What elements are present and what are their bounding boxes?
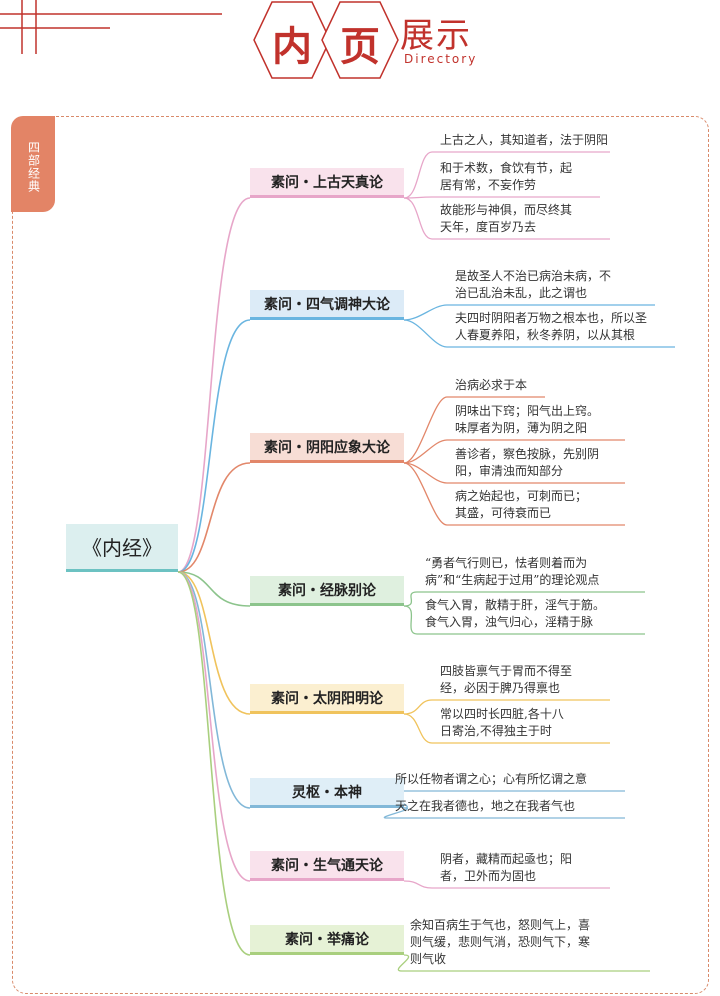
- connector-leaf-2-2: [403, 319, 675, 348]
- leaf-line: 味厚者为阴，薄为阴之阳: [455, 421, 588, 435]
- leaf-line: 善诊者，察色按脉，先别阴: [455, 447, 600, 461]
- connector-leaf-7-1: [403, 880, 610, 889]
- leaf-text-8-1: 余知百病生于气也，怒则气上，喜则气缓，悲则气消，恐则气下，寒则气收: [410, 917, 590, 968]
- leaf-line: 上古之人，其知道者，法于阴阳: [440, 133, 609, 147]
- leaf-line: 病”和“生病起于过用”的理论观点: [425, 573, 600, 587]
- leaf-line: 常以四时长四脏,各十八: [440, 707, 564, 721]
- connector-leaf-6-2: [383, 807, 625, 819]
- connector-root-branch-3: [177, 462, 251, 573]
- header-hexagon-2: 页: [320, 0, 400, 80]
- leaf-text-4-1: “勇者气行则已，怯者则着而为病”和“生病起于过用”的理论观点: [425, 555, 599, 589]
- connector-leaf-4-2: [403, 605, 645, 635]
- leaf-line: “勇者气行则已，怯者则着而为: [425, 556, 588, 570]
- leaf-line: 阳，审清浊而知部分: [455, 464, 564, 478]
- connector-root-branch-4: [177, 571, 251, 607]
- leaf-text-5-2: 常以四时长四脏,各十八日寄治,不得独主于时: [440, 706, 564, 740]
- connector-leaf-1-3: [403, 197, 610, 240]
- header-char-1: 内: [272, 23, 312, 70]
- leaf-line: 所以任物者谓之心；心有所忆谓之意: [395, 772, 588, 786]
- leaf-line: 则气缓，悲则气消，恐则气下，寒: [410, 935, 591, 949]
- connector-leaf-2-1: [403, 304, 655, 321]
- branch-node-5: 素问・太阴阳明论: [250, 684, 404, 714]
- header-subtitle: Directory: [404, 52, 478, 66]
- leaf-text-4-2: 食气入胃，散精于肝，淫气于筋。食气入胃，浊气归心，淫精于脉: [425, 597, 605, 631]
- leaf-line: 治已乱治未乱，此之谓也: [455, 286, 588, 300]
- leaf-line: 食气入胃，浊气归心，淫精于脉: [425, 615, 594, 629]
- leaf-text-6-1: 所以任物者谓之心；心有所忆谓之意: [395, 771, 587, 788]
- leaf-line: 故能形与神俱，而尽终其: [440, 203, 573, 217]
- connector-leaf-1-2: [403, 196, 600, 199]
- leaf-line: 经，必因于脾乃得禀也: [440, 681, 561, 695]
- leaf-line: 余知百病生于气也，怒则气上，喜: [410, 918, 591, 932]
- leaf-line: 者，卫外而为固也: [440, 869, 537, 883]
- leaf-text-3-2: 阴味出下窍；阳气出上窍。味厚者为阴，薄为阴之阳: [455, 403, 599, 437]
- branch-node-6: 灵枢・本神: [250, 778, 404, 808]
- branch-node-8: 素问・举痛论: [250, 925, 404, 955]
- branch-node-3: 素问・阴阳应象大论: [250, 433, 404, 463]
- connector-root-branch-2: [177, 319, 251, 573]
- branch-node-2: 素问・四气调神大论: [250, 290, 404, 320]
- leaf-text-2-1: 是故圣人不治已病治未病，不治已乱治未乱，此之谓也: [455, 268, 611, 302]
- leaf-line: 治病必求于本: [455, 378, 528, 392]
- leaf-text-1-3: 故能形与神俱，而尽终其天年，度百岁乃去: [440, 202, 572, 236]
- leaf-text-6-2: 天之在我者德也，地之在我者气也: [395, 798, 575, 815]
- connector-leaf-3-3: [403, 462, 625, 484]
- branch-node-1: 素问・上古天真论: [250, 168, 404, 198]
- connector-leaf-4-1: [403, 591, 645, 607]
- header-char-2: 页: [340, 23, 380, 70]
- connector-root-branch-1: [177, 197, 251, 573]
- leaf-text-1-2: 和于术数，食饮有节，起居有常，不妄作劳: [440, 160, 572, 194]
- leaf-line: 食气入胃，散精于肝，淫气于筋。: [425, 598, 606, 612]
- connector-leaf-5-1: [403, 699, 610, 715]
- leaf-line: 阴味出下窍；阳气出上窍。: [455, 404, 600, 418]
- corner-decoration: [0, 0, 222, 54]
- leaf-text-3-3: 善诊者，察色按脉，先别阴阳，审清浊而知部分: [455, 446, 599, 480]
- connector-leaf-8-1: [397, 954, 650, 972]
- connector-root-branch-6: [177, 571, 251, 809]
- leaf-line: 则气收: [410, 952, 447, 966]
- leaf-line: 天年，度百岁乃去: [440, 220, 537, 234]
- connector-leaf-3-1: [403, 396, 545, 464]
- leaf-line: 居有常，不妄作劳: [440, 178, 537, 192]
- connector-leaf-3-4: [403, 462, 625, 526]
- connector-root-branch-7: [177, 571, 251, 882]
- leaf-text-2-2: 夫四时阴阳者万物之根本也，所以圣人春夏养阳，秋冬养阴，以从其根: [455, 310, 647, 344]
- leaf-line: 是故圣人不治已病治未病，不: [455, 269, 612, 283]
- leaf-line: 阴者，藏精而起亟也；阳: [440, 852, 573, 866]
- branch-node-7: 素问・生气通天论: [250, 851, 404, 881]
- leaf-line: 夫四时阴阳者万物之根本也，所以圣: [455, 311, 648, 325]
- branch-node-4: 素问・经脉别论: [250, 576, 404, 606]
- leaf-text-3-4: 病之始起也，可刺而已； 其盛，可待衰而已: [455, 488, 587, 522]
- leaf-line: 其盛，可待衰而已: [455, 506, 552, 520]
- leaf-text-7-1: 阴者，藏精而起亟也；阳者，卫外而为固也: [440, 851, 572, 885]
- header-hexagon-1: 内: [252, 0, 332, 80]
- content-frame: [12, 116, 709, 994]
- connector-leaf-3-2: [403, 439, 625, 464]
- leaf-line: 病之始起也，可刺而已；: [455, 489, 588, 503]
- leaf-text-3-1: 治病必求于本: [455, 377, 527, 394]
- leaf-text-5-1: 四肢皆禀气于胃而不得至经，必因于脾乃得禀也: [440, 663, 572, 697]
- root-node: 《内经》: [66, 524, 178, 572]
- leaf-line: 日寄治,不得独主于时: [440, 724, 552, 738]
- connector-root-branch-5: [177, 571, 251, 715]
- leaf-text-1-1: 上古之人，其知道者，法于阴阳: [440, 132, 608, 149]
- leaf-line: 天之在我者德也，地之在我者气也: [395, 799, 576, 813]
- connector-leaf-5-2: [403, 713, 610, 744]
- leaf-line: 人春夏养阳，秋冬养阴，以从其根: [455, 328, 636, 342]
- section-tab: 四部经典: [11, 116, 55, 212]
- leaf-line: 和于术数，食饮有节，起: [440, 161, 573, 175]
- connector-leaf-1-1: [403, 151, 610, 199]
- header-title: 展示: [400, 16, 472, 56]
- leaf-line: 四肢皆禀气于胃而不得至: [440, 664, 573, 678]
- connector-root-branch-8: [177, 571, 251, 956]
